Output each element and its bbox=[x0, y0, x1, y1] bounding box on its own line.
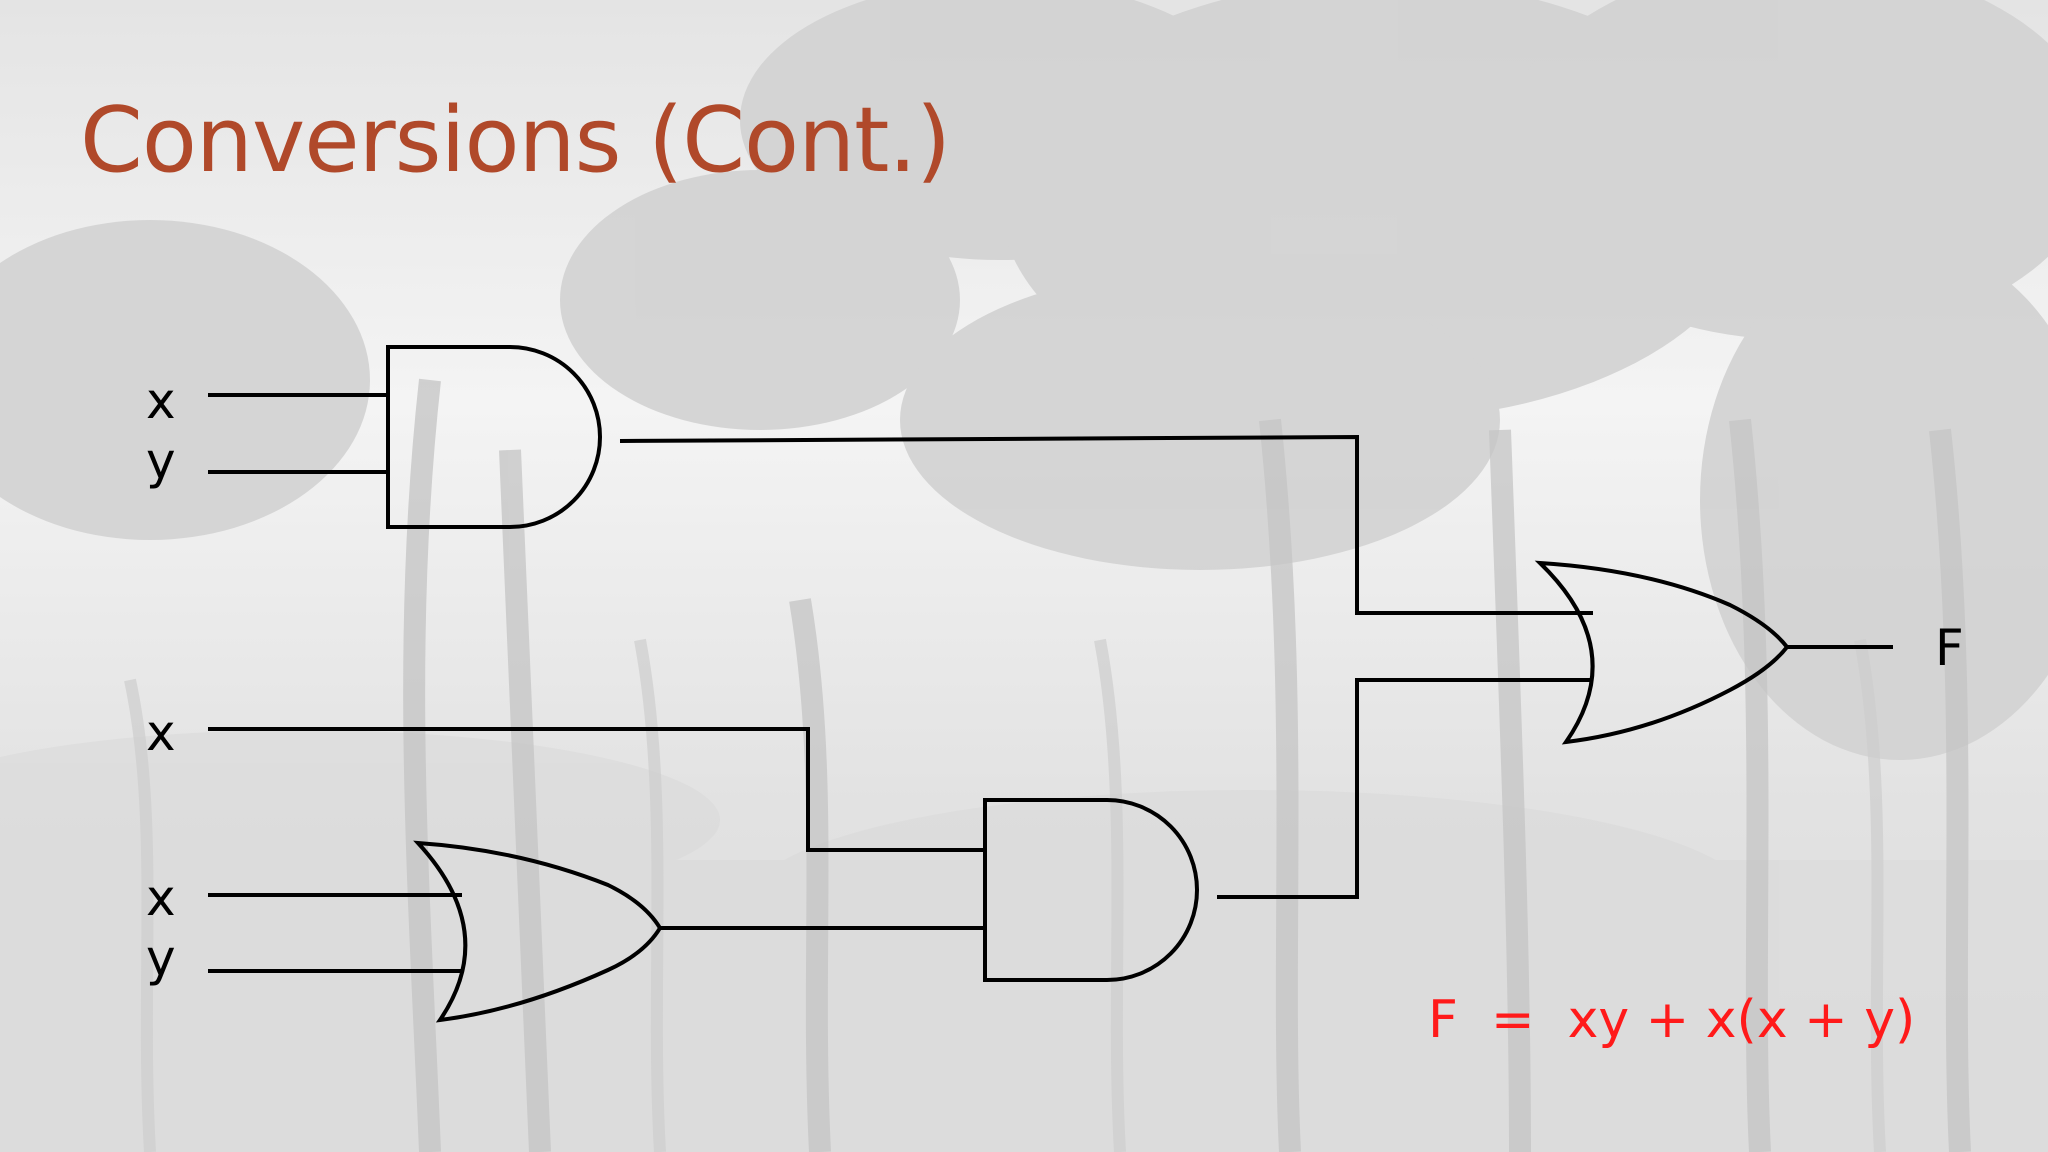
input-label-x-bottom: x bbox=[146, 869, 176, 927]
boolean-equation: F = xy + x(x + y) bbox=[1428, 990, 1915, 1050]
input-label-y-bottom: y bbox=[146, 929, 176, 987]
input-label-x-middle: x bbox=[146, 704, 176, 762]
slide-title: Conversions (Cont.) bbox=[80, 88, 951, 193]
wire-and-middle-output bbox=[1217, 678, 1593, 899]
output-label-f: F bbox=[1935, 619, 1964, 677]
or-gate-output bbox=[1534, 560, 1790, 745]
wire-and-top-output bbox=[619, 434, 1593, 615]
wire-input-x2 bbox=[208, 727, 985, 852]
and-gate-top bbox=[386, 345, 602, 529]
and-gate-middle bbox=[983, 798, 1199, 982]
or-gate-bottom bbox=[413, 840, 663, 1023]
input-label-x-top: x bbox=[146, 372, 176, 430]
input-label-y-top: y bbox=[146, 432, 176, 490]
